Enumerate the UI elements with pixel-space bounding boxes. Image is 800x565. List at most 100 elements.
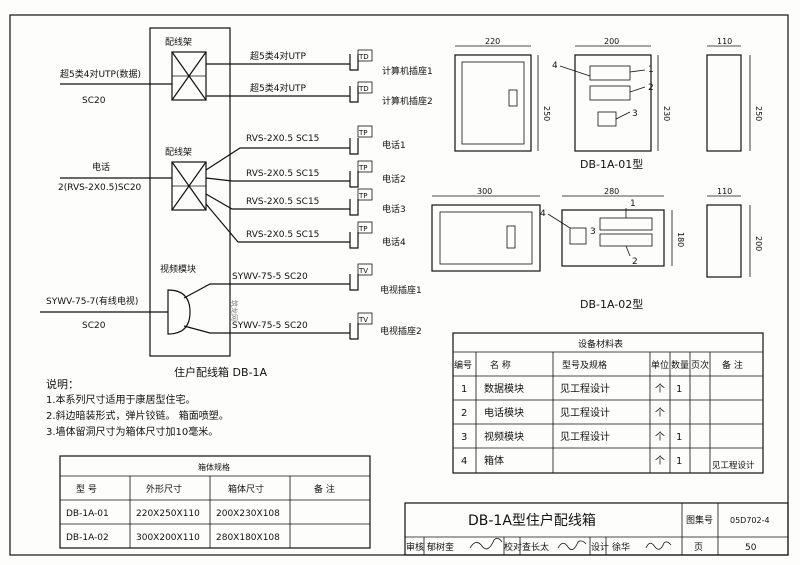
- eq-r2-spec: 见工程设计: [560, 406, 610, 419]
- model2-front-view: [431, 195, 541, 272]
- eq-r1-name: 数据模块: [484, 382, 524, 395]
- eq-r4-qty: 1: [676, 456, 682, 467]
- checker-signature: [557, 540, 587, 550]
- incoming-data-label: 超5类4对UTP(数据): [60, 68, 141, 80]
- outlet-6-tag: TP: [358, 225, 368, 233]
- notes-title: 说明：: [46, 377, 79, 391]
- incoming-tv-conduit: SC20: [82, 321, 106, 331]
- eq-r4-remark: 见工程设计: [712, 460, 755, 471]
- designer-signature: [645, 541, 672, 550]
- model2-side-height: 200: [754, 236, 763, 251]
- size-table-title: 箱体规格: [198, 462, 230, 472]
- model1-front-height: 250: [542, 106, 551, 121]
- outlet-5-tag: TP: [358, 192, 368, 200]
- size-header-remark: 备 注: [314, 483, 335, 495]
- outlet-7: TV 电视插座1: [349, 263, 422, 296]
- size-r1-model: DB-1A-01: [66, 509, 109, 519]
- model1-side-height: 250: [754, 106, 763, 121]
- outlet-7-name: 电视插座1: [380, 284, 422, 296]
- outlet-2: TD 计算机插座2: [349, 81, 433, 107]
- outlet-8: TV 电视插座2: [349, 312, 422, 340]
- eq-r4-unit: 个: [655, 455, 665, 467]
- eq-r3-spec: 见工程设计: [560, 430, 610, 443]
- incoming-tv-label: SYWV-75-7(有线电视): [46, 295, 138, 307]
- design-label: 设计: [591, 541, 609, 553]
- outlet-4-name: 电话2: [382, 173, 406, 185]
- eq-r2-unit: 个: [655, 407, 665, 419]
- out-cable-5: RVS-2X0.5 SC15: [246, 197, 319, 207]
- eq-r1-spec: 见工程设计: [560, 382, 610, 395]
- size-r1-box: 200X230X108: [216, 509, 280, 519]
- model2-inner-view: [547, 195, 673, 267]
- incoming-phone-spec: 2(RVS-2X0.5)SC20: [58, 183, 142, 193]
- size-header-box: 箱体尺寸: [228, 483, 264, 495]
- checker-name: 查长太: [522, 541, 549, 553]
- atlas-label: 图集号: [686, 514, 713, 526]
- incoming-phone-label: 电话: [92, 161, 110, 173]
- eq-header-no: 编号: [454, 359, 472, 371]
- eq-header-name: 名 称: [490, 359, 511, 371]
- eq-header-unit: 单位: [651, 359, 669, 371]
- model2-caption: DB-1A-02型: [580, 297, 643, 311]
- model1-inner-view: [559, 45, 659, 152]
- eq-header-page: 页次: [691, 359, 709, 371]
- check-label: 校对: [504, 541, 522, 553]
- size-r2-model: DB-1A-02: [66, 533, 109, 543]
- video-module-label: 视频模块: [160, 263, 196, 275]
- out-cable-2: 超5类4对UTP: [250, 82, 307, 94]
- patch-panel-label-2: 配线架: [165, 146, 192, 158]
- note-1: 1.本系列尺寸适用于康居型住宅。: [46, 393, 196, 406]
- model1-caption: DB-1A-01型: [580, 157, 643, 171]
- outlet-1-name: 计算机插座1: [382, 65, 433, 77]
- reviewer-name: 郁树奎: [427, 541, 454, 553]
- reviewer-signature: [469, 538, 503, 550]
- eq-header-remark: 备 注: [722, 359, 743, 371]
- model1-side-width: 110: [717, 37, 732, 46]
- model1-callout-4: 4: [552, 61, 558, 71]
- note-3: 3.墙体留洞尺寸为箱体尺寸加10毫米。: [46, 425, 218, 438]
- eq-r3-unit: 个: [655, 431, 665, 443]
- drawing-title: DB-1A型住户配线箱: [468, 512, 596, 529]
- atlas-number: 05D702-4: [730, 516, 770, 525]
- distribution-box: [149, 27, 231, 357]
- eq-r1-no: 1: [461, 384, 467, 395]
- outlet-1-tag: TD: [358, 53, 369, 61]
- model2-callout-2: 2: [632, 257, 638, 267]
- size-header-outer: 外形尺寸: [146, 483, 182, 495]
- page-label: 页: [694, 542, 703, 553]
- patch-panel-1-symbol: [171, 51, 207, 101]
- eq-r1-qty: 1: [676, 384, 682, 395]
- eq-r3-name: 视频模块: [484, 430, 524, 443]
- outlet-5-name: 电话3: [382, 203, 406, 215]
- model2-front-width: 300: [477, 187, 492, 196]
- outlet-2-tag: TD: [358, 85, 369, 93]
- size-r1-outer: 220X250X110: [136, 509, 200, 519]
- outlet-3: TP 电话1: [349, 125, 406, 155]
- model1-front-width: 220: [485, 37, 500, 46]
- eq-r2-name: 电话模块: [484, 406, 524, 419]
- designer-name: 徐华: [612, 541, 630, 553]
- patch-panel-2-symbol: [171, 161, 207, 211]
- outlet-2-name: 计算机插座2: [382, 95, 433, 107]
- eq-r3-qty: 1: [676, 432, 682, 443]
- model1-callout-2: 2: [648, 83, 654, 93]
- outlet-5: TP 电话3: [349, 188, 406, 216]
- outlet-4-tag: TP: [358, 164, 368, 172]
- outlet-3-tag: TP: [358, 129, 368, 137]
- equipment-table-title: 设备材料表: [578, 338, 623, 350]
- outlet-7-tag: TV: [358, 267, 368, 275]
- model2-side-view: [706, 195, 751, 278]
- size-table: [59, 455, 371, 549]
- review-label: 审核: [406, 541, 424, 553]
- eq-r4-name: 箱体: [484, 454, 504, 467]
- model1-front-view: [454, 45, 539, 152]
- outlet-8-tag: TV: [358, 316, 368, 324]
- eq-r3-no: 3: [461, 432, 467, 443]
- model2-inner-height: 180: [676, 232, 685, 247]
- model1-side-view: [706, 45, 751, 152]
- out-cable-6: RVS-2X0.5 SC15: [246, 230, 319, 240]
- size-header-model: 型 号: [76, 484, 97, 495]
- outlet-1: TD 计算机插座1: [349, 49, 433, 77]
- model2-callout-4: 4: [540, 209, 546, 219]
